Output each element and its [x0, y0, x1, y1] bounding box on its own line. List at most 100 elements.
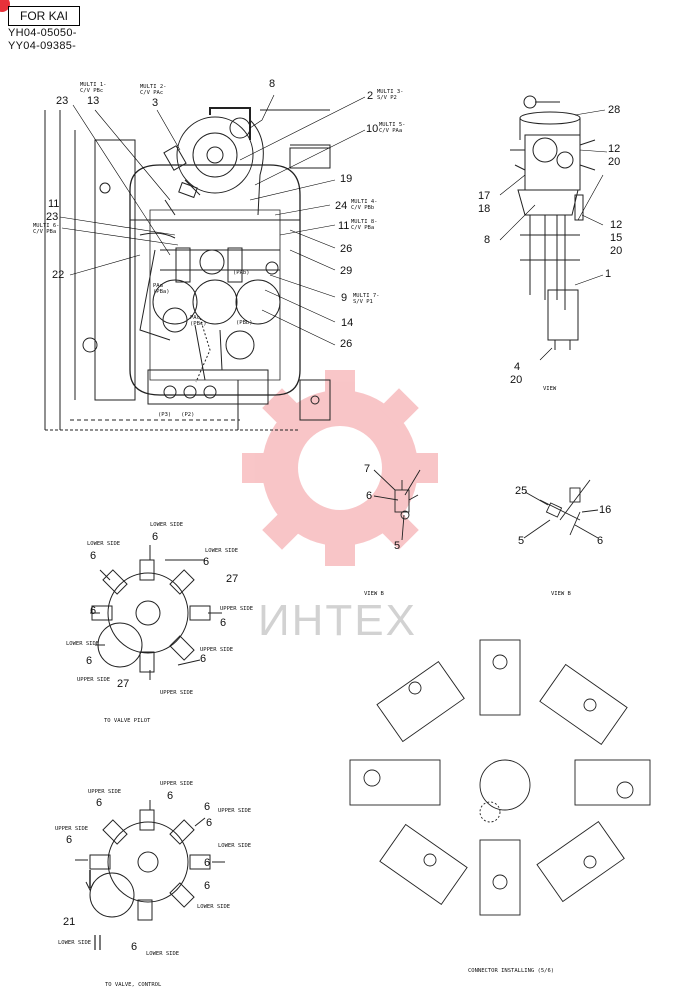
- side-label: LOWER SIDE: [87, 541, 121, 547]
- callout: 5: [394, 540, 401, 552]
- main-assembly: [44, 107, 331, 431]
- side-label: UPPER SIDE: [160, 690, 194, 696]
- callout: 11: [48, 198, 60, 210]
- callout: 6: [597, 535, 604, 547]
- connector-caption: CONNECTOR INSTALLING (5/6): [468, 968, 555, 974]
- callout: 25: [515, 485, 528, 497]
- port-label: (P3) (P2): [158, 412, 195, 418]
- side-label: UPPER SIDE: [218, 808, 252, 814]
- callout: 28: [608, 104, 621, 116]
- port-label: PAc (PBc): [190, 315, 207, 327]
- callout: 27: [117, 678, 130, 690]
- callout: 6: [131, 941, 138, 953]
- view-caption: VIEW: [543, 386, 557, 392]
- callout: 6: [203, 556, 210, 568]
- callout: 4: [514, 361, 521, 373]
- view-b-left-fitting: [373, 469, 421, 541]
- callout: 8: [269, 78, 276, 90]
- view-caption: VIEW B: [364, 591, 384, 597]
- multi-label: MULTI 6- C/V PBa: [33, 223, 60, 235]
- right-view-leaders: [499, 109, 608, 361]
- callout: 6: [204, 880, 211, 892]
- callout: 6: [66, 834, 73, 846]
- port-label: (PBb): [236, 320, 253, 326]
- view-caption: VIEW B: [551, 591, 571, 597]
- multi-label: MULTI 8- C/V PBa: [351, 219, 378, 231]
- watermark-text: ИНТЕХ: [258, 596, 417, 645]
- callout: 1: [605, 268, 612, 280]
- watermark-gear-icon: [242, 370, 438, 566]
- callout: 9: [341, 292, 348, 304]
- corner-marker: [0, 0, 10, 12]
- callout: 19: [340, 173, 353, 185]
- callout: 11: [338, 220, 350, 232]
- side-label: UPPER SIDE: [55, 826, 89, 832]
- diagram-caption: TO VALVE, CONTROL: [105, 982, 162, 988]
- multi-label: MULTI 1- C/V PBc: [80, 82, 107, 94]
- side-label: LOWER SIDE: [146, 951, 180, 957]
- side-label: LOWER SIDE: [197, 904, 231, 910]
- right-view-assembly: [510, 95, 596, 350]
- port-label: PAa (PBa): [153, 283, 170, 295]
- callout: 6: [167, 790, 174, 802]
- callout: 17: [478, 190, 491, 202]
- callout: 27: [226, 573, 239, 585]
- callout: 22: [52, 269, 65, 281]
- serial-range-1: YH04-05050-: [8, 27, 77, 39]
- callout: 26: [340, 243, 353, 255]
- multi-label: MULTI 5- C/V PAa: [379, 122, 406, 134]
- callout: 23: [46, 211, 59, 223]
- callout: 8: [484, 234, 491, 246]
- callout: 6: [206, 817, 213, 829]
- callout: 26: [340, 338, 353, 350]
- control-valve-diagram: [75, 800, 225, 950]
- callout: 20: [608, 156, 621, 168]
- callout: 24: [335, 200, 348, 212]
- callout: 10: [366, 123, 379, 135]
- callout: 23: [56, 95, 69, 107]
- callout: 6: [220, 617, 227, 629]
- callout: 6: [200, 653, 207, 665]
- callout: 14: [341, 317, 354, 329]
- callout: 6: [86, 655, 93, 667]
- serial-range-2: YY04-09385-: [8, 40, 77, 52]
- multi-label: MULTI 7- S/V P1: [353, 293, 380, 305]
- side-label: UPPER SIDE: [200, 647, 234, 653]
- side-label: LOWER SIDE: [205, 548, 239, 554]
- side-label: UPPER SIDE: [77, 677, 111, 683]
- callout: 21: [63, 916, 76, 928]
- callout: 2: [367, 90, 374, 102]
- variant-box: FOR KAI: [8, 6, 80, 26]
- diagram-caption: TO VALVE PILOT: [104, 718, 151, 724]
- side-label: LOWER SIDE: [150, 522, 184, 528]
- callout: 3: [152, 97, 159, 109]
- view-b-right-fitting: [523, 479, 599, 539]
- side-label: UPPER SIDE: [88, 789, 122, 795]
- port-label: (PAb): [233, 270, 250, 276]
- callout: 6: [366, 490, 373, 502]
- callout: 6: [204, 801, 211, 813]
- side-label: UPPER SIDE: [160, 781, 194, 787]
- callout: 16: [599, 504, 612, 516]
- callout: 6: [90, 605, 97, 617]
- side-label: LOWER SIDE: [66, 641, 100, 647]
- callout: 6: [96, 797, 103, 809]
- callout: 6: [152, 531, 159, 543]
- callout: 12: [608, 143, 621, 155]
- main-leaders: [59, 94, 366, 346]
- callout: 20: [510, 374, 523, 386]
- connector-layout: [349, 639, 651, 916]
- pilot-valve-diagram: [90, 545, 222, 680]
- side-label: UPPER SIDE: [220, 606, 254, 612]
- callout: 7: [364, 463, 371, 475]
- callout: 6: [90, 550, 97, 562]
- side-label: LOWER SIDE: [58, 940, 92, 946]
- multi-label: MULTI 2- C/V PAc: [140, 84, 167, 96]
- callout: 15: [610, 232, 623, 244]
- callout: 13: [87, 95, 100, 107]
- multi-label: MULTI 3- S/V P2: [377, 89, 404, 101]
- callout: 18: [478, 203, 491, 215]
- side-label: LOWER SIDE: [218, 843, 252, 849]
